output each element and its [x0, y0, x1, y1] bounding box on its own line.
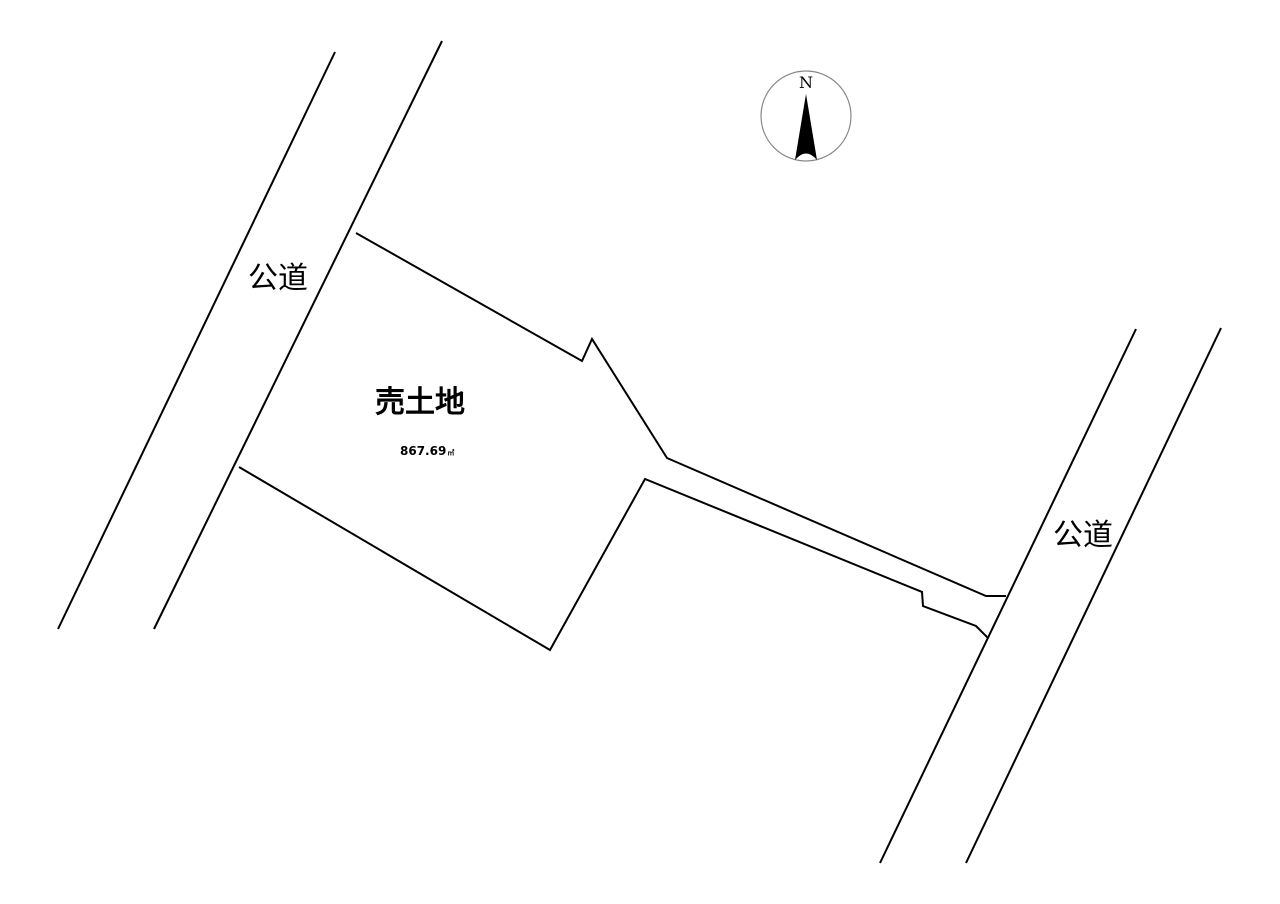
- left-road-outer-edge: [57, 51, 336, 630]
- lot-boundary-upper: [355, 232, 1006, 597]
- right-road-inner-edge: [879, 328, 1137, 864]
- compass-letter: N: [799, 73, 813, 92]
- lot-boundary: [238, 232, 1006, 652]
- left-road: [57, 40, 443, 630]
- left-road-inner-edge: [153, 40, 443, 630]
- lot-area-value: 867.69: [400, 444, 446, 458]
- right-road-label: 公道: [1053, 518, 1113, 553]
- north-compass: N: [760, 70, 852, 162]
- compass-circle: [760, 70, 852, 162]
- lot-area-unit: ㎡: [447, 448, 454, 457]
- compass-arrow-icon: [795, 94, 817, 160]
- left-road-label: 公道: [248, 261, 308, 296]
- lot-title: 売土地: [375, 385, 465, 420]
- right-road: [879, 327, 1222, 864]
- right-road-outer-edge: [965, 327, 1222, 864]
- lot-boundary-lower: [238, 466, 989, 652]
- lot-area: 867.69㎡: [400, 444, 454, 458]
